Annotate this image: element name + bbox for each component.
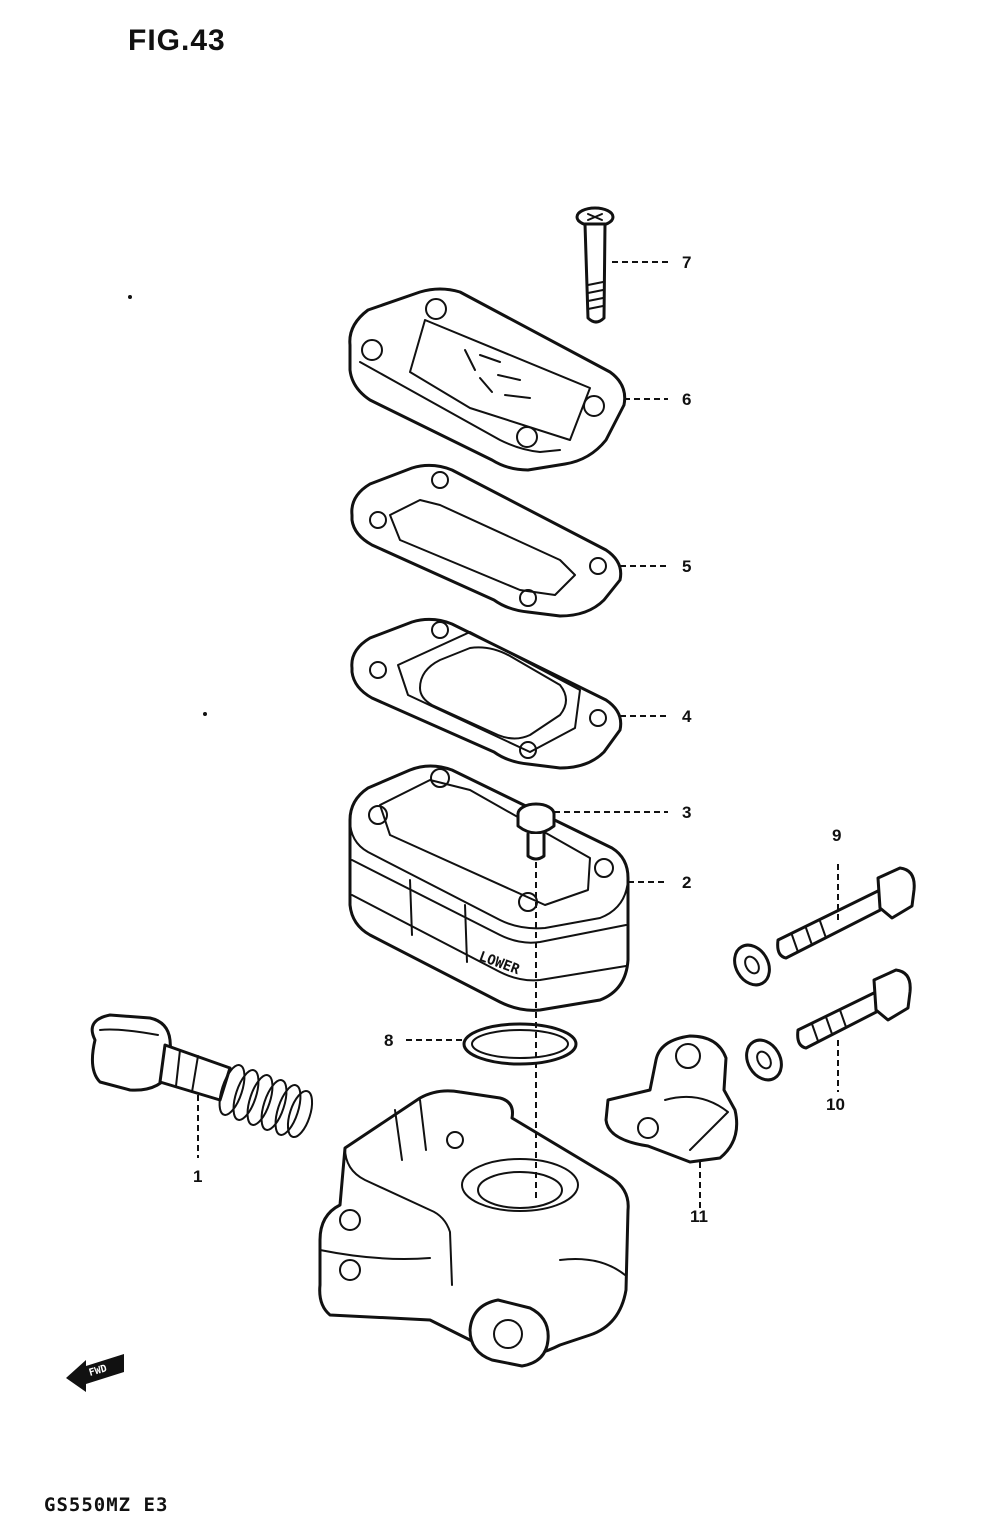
part-4-diaphragm: [350, 617, 623, 770]
speck: [203, 712, 207, 716]
callout-5: 5: [682, 557, 691, 576]
leader-lines: [197, 261, 839, 1208]
callout-1: 1: [193, 1167, 202, 1186]
forward-arrow-icon: FWD: [66, 1354, 124, 1392]
washer-lower: [745, 1038, 783, 1082]
figure-title: FIG.43: [128, 24, 226, 57]
callout-4: 4: [682, 707, 692, 726]
part-9-bolt: [776, 866, 916, 960]
part-8-o-ring: [462, 1022, 578, 1066]
forward-label: FWD: [88, 1363, 108, 1379]
part-7-screw: [575, 206, 615, 324]
part-5-gasket: [350, 463, 623, 618]
callout-10: 10: [826, 1095, 845, 1114]
model-code: GS550MZ E3: [44, 1494, 169, 1516]
callout-9: 9: [832, 826, 841, 845]
callout-3: 3: [682, 803, 691, 822]
callout-2: 2: [682, 873, 691, 892]
callout-6: 6: [682, 390, 691, 409]
part-2-reservoir: LOWER: [348, 764, 630, 1012]
callout-8: 8: [384, 1031, 393, 1050]
part-1-piston: [90, 1013, 314, 1139]
washer-upper: [733, 943, 771, 987]
part-3-screw: [516, 802, 556, 861]
part-11-holder: [604, 1034, 739, 1164]
speck: [128, 295, 132, 299]
callout-7: 7: [682, 253, 691, 272]
part-6-cap: [348, 287, 627, 472]
part-10-bolt: [796, 968, 912, 1050]
master-cylinder-body: [318, 1089, 630, 1368]
callout-11: 11: [690, 1207, 708, 1226]
